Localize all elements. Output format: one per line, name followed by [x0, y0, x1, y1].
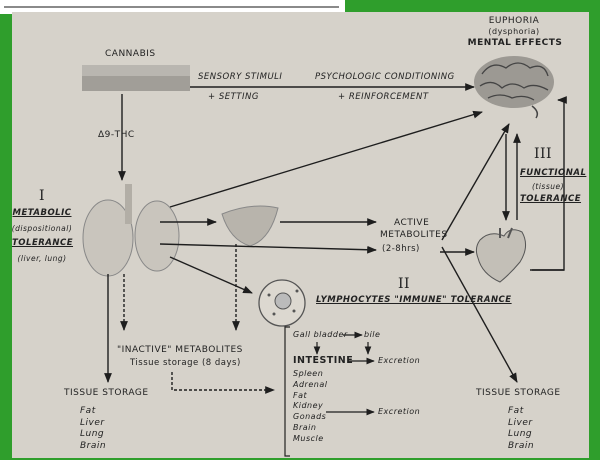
- sensory-stimuli-label: SENSORY STIMULI: [198, 72, 282, 82]
- metabolic-tolerance-label: TOLERANCE: [12, 238, 72, 248]
- tissue-storage-right-list: Fat Liver Lung Brain: [508, 406, 534, 452]
- top-strip-line: [4, 6, 339, 8]
- intestine-label: INTESTINE: [293, 355, 353, 366]
- gall-bladder-label: Gall bladder: [293, 330, 348, 339]
- arrow-lungs-to-brain: [170, 112, 482, 207]
- adrenal-label: Adrenal: [293, 380, 327, 391]
- intestine-excretion-label: Excretion: [378, 356, 420, 365]
- thc-label: Δ9-THC: [98, 130, 135, 140]
- arrow-lungs-to-lymphocyte: [170, 257, 252, 293]
- brain-image: [474, 56, 554, 118]
- heart-image: [476, 228, 525, 282]
- active-label: ACTIVE: [394, 218, 429, 228]
- inactive-metabolites-label: "INACTIVE" METABOLITES: [117, 345, 243, 355]
- tissue-storage-left-item: Fat: [80, 406, 106, 418]
- roman-numeral-ii: II: [398, 276, 410, 292]
- lymphocyte-cell-image: [259, 280, 305, 326]
- kidney-excretion-label: Excretion: [378, 407, 420, 416]
- functional-tolerance-label: TOLERANCE: [520, 194, 581, 204]
- liver-image: [222, 206, 278, 246]
- dispositional-label: (dispositional): [10, 224, 74, 233]
- tissue-storage-right-title: TISSUE STORAGE: [476, 388, 561, 398]
- tissue-label: (tissue): [518, 182, 578, 191]
- euphoria-label: EUPHORIA: [479, 16, 549, 26]
- tissue-storage-right-item: Brain: [508, 441, 534, 453]
- tissue-storage-left-item: Lung: [80, 429, 106, 441]
- dysphoria-label: (dysphoria): [479, 27, 549, 36]
- lymphocytes-tolerance-label: LYMPHOCYTES "IMMUNE" TOLERANCE: [316, 295, 512, 305]
- kidney-label: Kidney: [293, 401, 327, 412]
- psychologic-conditioning-label: PSYCHOLOGIC CONDITIONING: [315, 72, 455, 82]
- fat-label: Fat: [293, 391, 327, 402]
- tissue-storage-left-item: Brain: [80, 441, 106, 453]
- tissue-storage-days-label: Tissue storage (8 days): [130, 358, 241, 368]
- tissue-storage-left-item: Liver: [80, 418, 106, 430]
- cannabis-image-shade: [82, 76, 190, 91]
- reinforcement-label: + REINFORCEMENT: [338, 92, 429, 102]
- roman-numeral-i: I: [22, 188, 62, 204]
- excretion-organ-list: Spleen Adrenal Fat Kidney Gonads Brain M…: [293, 369, 327, 445]
- tissue-storage-left-title: TISSUE STORAGE: [64, 388, 149, 398]
- tissue-storage-right-item: Fat: [508, 406, 534, 418]
- diagram-panel: EUPHORIA (dysphoria) MENTAL EFFECTS CANN…: [12, 12, 589, 458]
- metabolic-label: METABOLIC: [12, 208, 72, 218]
- arrow-active-to-brain: [442, 124, 509, 240]
- bile-label: bile: [364, 330, 380, 339]
- mental-effects-label: MENTAL EFFECTS: [460, 38, 570, 48]
- tissue-storage-left-list: Fat Liver Lung Brain: [80, 406, 106, 452]
- tissue-storage-right-item: Lung: [508, 429, 534, 441]
- lungs-image: [83, 184, 179, 276]
- muscle-label: Muscle: [293, 434, 327, 445]
- tissue-storage-right-item: Liver: [508, 418, 534, 430]
- setting-label: + SETTING: [208, 92, 259, 102]
- brain-organ-label: Brain: [293, 423, 327, 434]
- excretion-bracket: [285, 327, 290, 456]
- arrow-lungs-to-active: [160, 244, 376, 250]
- metabolites-label: METABOLITES: [380, 230, 448, 240]
- duration-label: (2-8hrs): [382, 244, 420, 254]
- cannabis-label: CANNABIS: [105, 49, 156, 59]
- gonads-label: Gonads: [293, 412, 327, 423]
- roman-numeral-iii: III: [528, 146, 558, 162]
- spleen-label: Spleen: [293, 369, 327, 380]
- dotted-inactive-to-excretion: [172, 372, 274, 390]
- liver-lung-label: (liver, lung): [12, 254, 72, 263]
- functional-label: FUNCTIONAL: [520, 168, 586, 178]
